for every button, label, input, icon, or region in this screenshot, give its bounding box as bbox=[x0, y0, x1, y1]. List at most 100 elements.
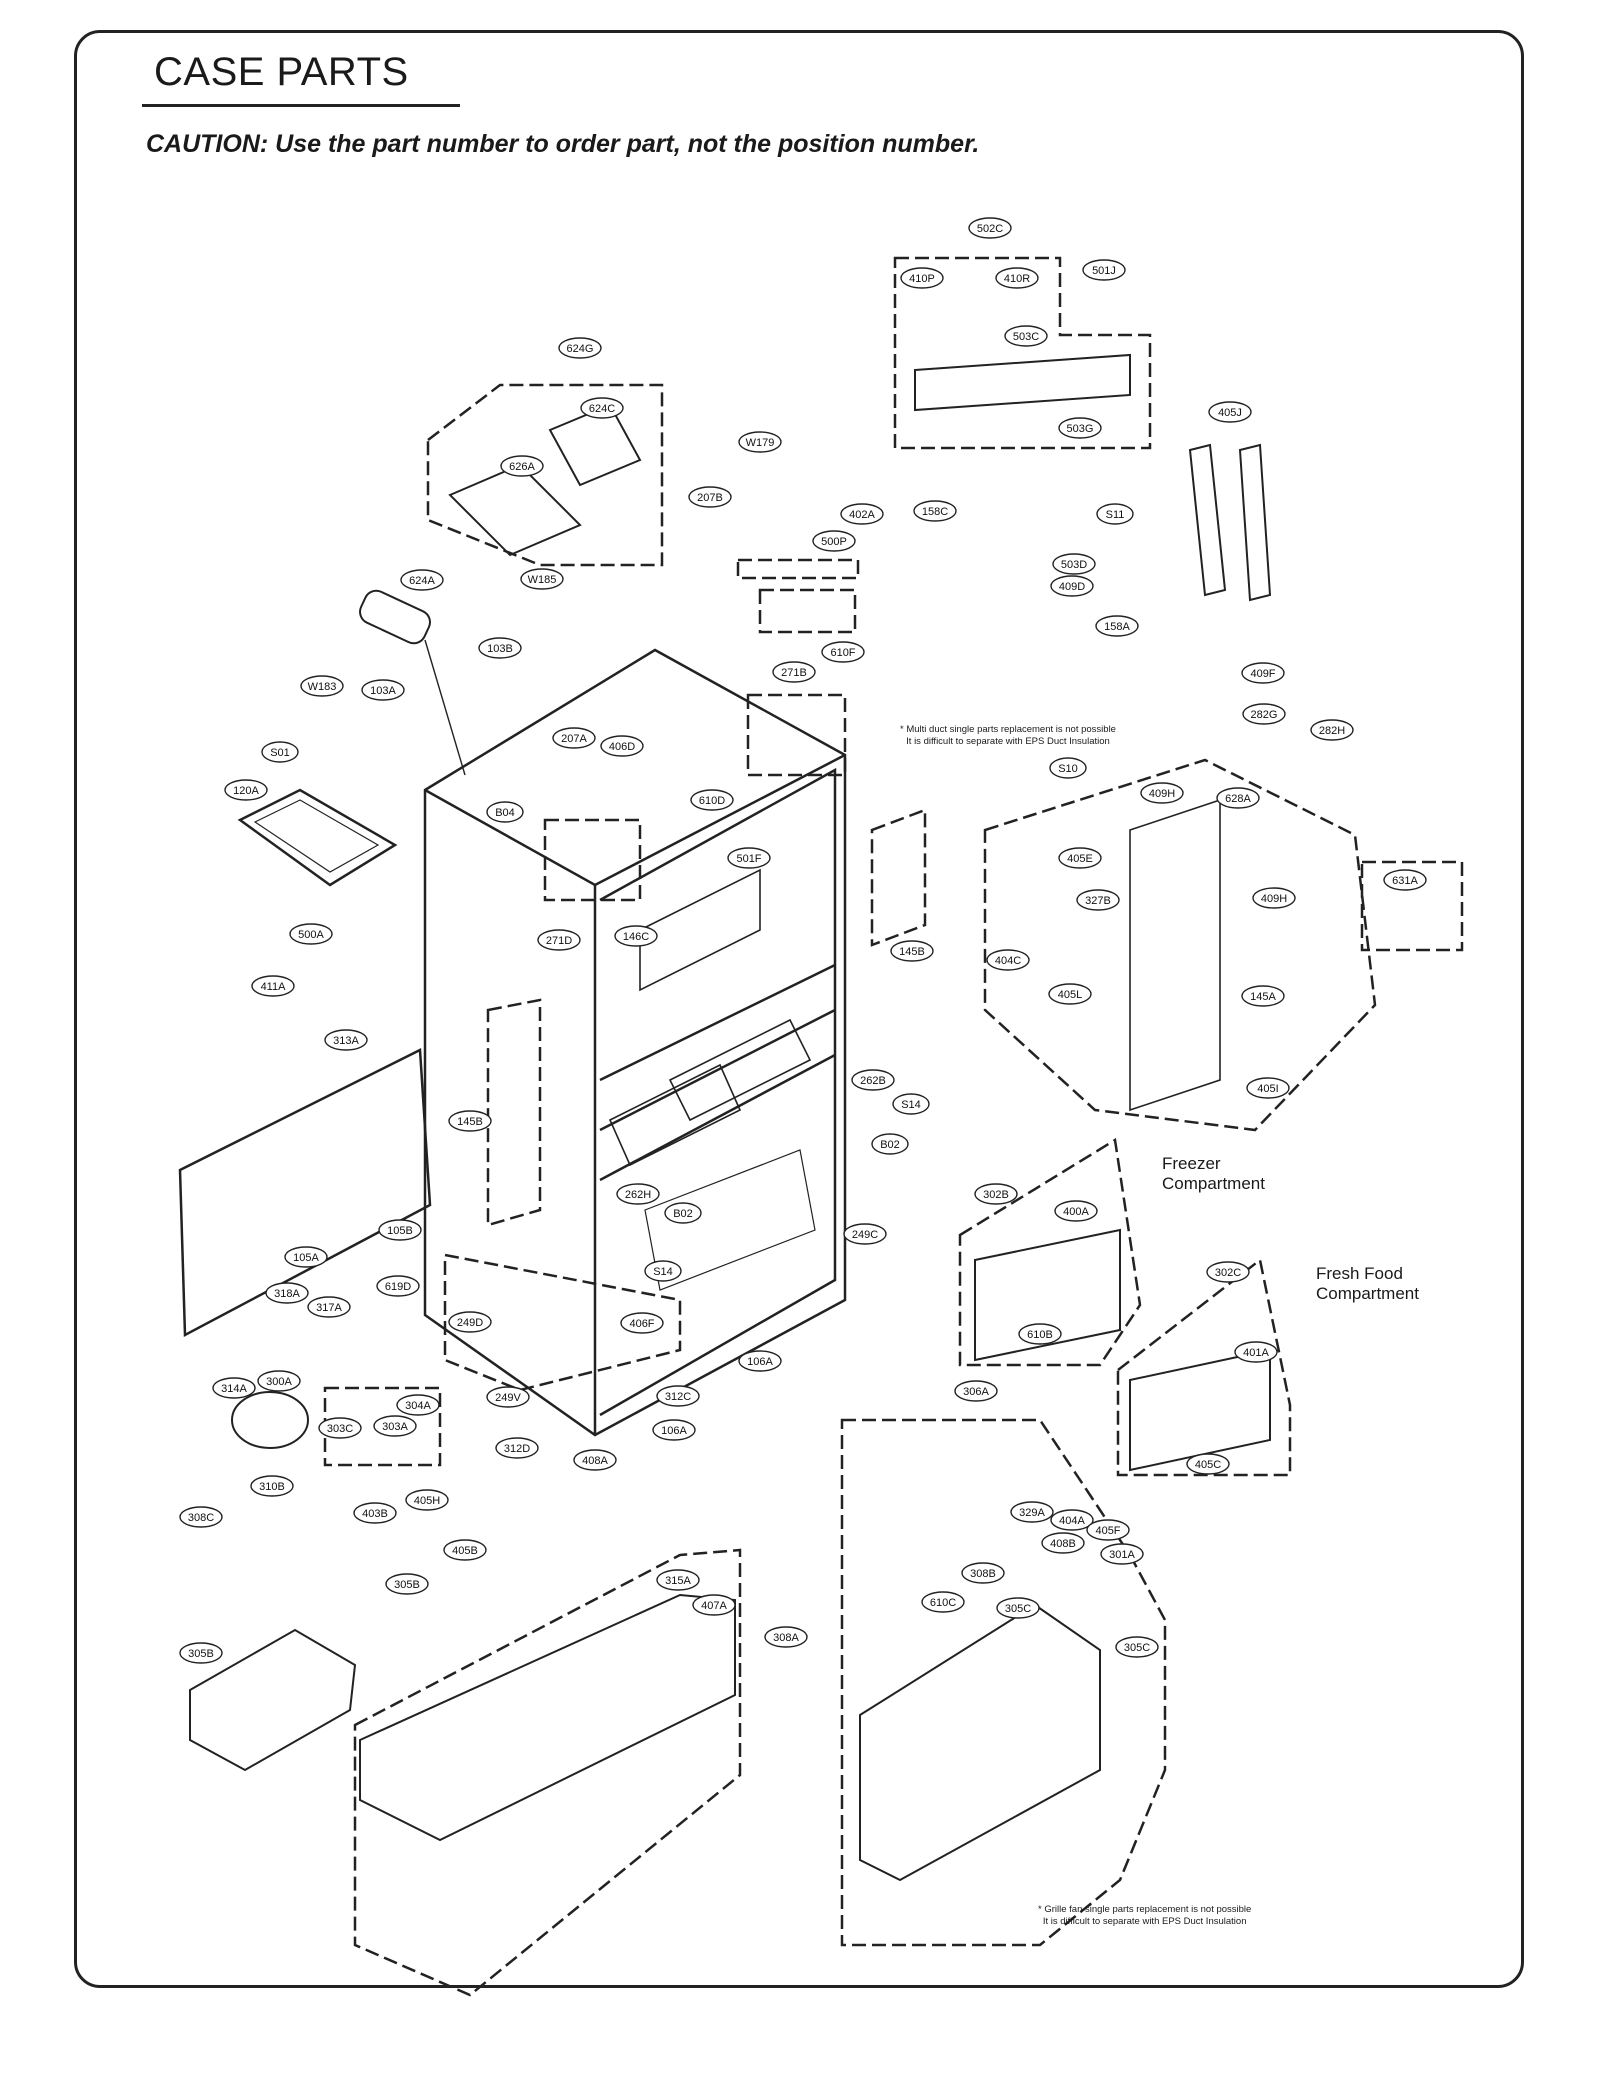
callout-407a: 407A bbox=[692, 1594, 736, 1616]
callout-w185: W185 bbox=[520, 568, 564, 590]
callout-628a: 628A bbox=[1216, 787, 1260, 809]
group-outline-control-board bbox=[893, 256, 1152, 450]
callout-302b: 302B bbox=[974, 1183, 1018, 1205]
callout-label: 626A bbox=[509, 461, 535, 473]
group-outline-machine-cover bbox=[353, 1548, 742, 1997]
callout-405l: 405L bbox=[1048, 983, 1092, 1005]
back-panel bbox=[178, 1048, 432, 1338]
callout-405i: 405I bbox=[1246, 1077, 1290, 1099]
callout-bubble bbox=[448, 1311, 492, 1333]
callout-bubble bbox=[1054, 1200, 1098, 1222]
callout-312d: 312D bbox=[495, 1437, 539, 1459]
callout-label: 207A bbox=[561, 733, 587, 745]
callout-label: W179 bbox=[746, 437, 775, 449]
grille-fan-panel bbox=[859, 1603, 1101, 1882]
callout-410p: 410P bbox=[900, 267, 944, 289]
callout-label: 503D bbox=[1061, 559, 1087, 571]
callout-305c: 305C bbox=[996, 1597, 1040, 1619]
callout-bubble bbox=[764, 1626, 808, 1648]
callout-b02: B02 bbox=[871, 1133, 909, 1155]
callout-label: 405J bbox=[1218, 407, 1242, 419]
callout-label: S11 bbox=[1106, 509, 1125, 521]
note-grille-fan-line-2: It is difficult to separate with EPS Duc… bbox=[1042, 1916, 1247, 1927]
callout-label: 619D bbox=[385, 1281, 411, 1293]
callout-label: 158C bbox=[922, 506, 948, 518]
callout-409h: 409H bbox=[1252, 887, 1296, 909]
callout-label: 318A bbox=[274, 1288, 300, 1300]
callout-405h: 405H bbox=[405, 1489, 449, 1511]
callout-503g: 503G bbox=[1058, 417, 1102, 439]
callout-249c: 249C bbox=[843, 1223, 887, 1245]
callout-624a: 624A bbox=[400, 569, 444, 591]
callout-label: 408A bbox=[582, 1455, 608, 1467]
callout-bubble bbox=[300, 675, 344, 697]
callout-405c: 405C bbox=[1186, 1453, 1230, 1475]
callout-label: S14 bbox=[653, 1266, 673, 1278]
callout-bubble bbox=[478, 637, 522, 659]
callout-158c: 158C bbox=[913, 500, 957, 522]
callout-label: 411A bbox=[261, 981, 287, 993]
caption-freezer-line-2: Compartment bbox=[1162, 1174, 1265, 1193]
note-multi-duct-line-2: It is difficult to separate with EPS Duc… bbox=[906, 736, 1110, 747]
callout-label: 308A bbox=[773, 1632, 799, 1644]
callout-label: 262H bbox=[625, 1189, 651, 1201]
group-outline-freezer-evaporator bbox=[958, 1137, 1142, 1367]
callout-619d: 619D bbox=[376, 1275, 420, 1297]
caption-fresh-food-line-1: Fresh Food bbox=[1316, 1264, 1403, 1283]
callout-bubble bbox=[1095, 615, 1139, 637]
callout-bubble bbox=[558, 337, 602, 359]
callout-label: 610C bbox=[930, 1597, 956, 1609]
callout-404c: 404C bbox=[986, 949, 1030, 971]
callout-bubble bbox=[179, 1642, 223, 1664]
cabinet bbox=[423, 648, 847, 1437]
compressor bbox=[231, 1391, 309, 1449]
callout-label: 302B bbox=[983, 1189, 1009, 1201]
callout-305b: 305B bbox=[385, 1573, 429, 1595]
callout-label: 146C bbox=[623, 931, 649, 943]
callout-bubble bbox=[251, 975, 295, 997]
callout-bubble bbox=[871, 1133, 909, 1155]
callout-label: 301A bbox=[1109, 1549, 1135, 1561]
callout-624g: 624G bbox=[558, 337, 602, 359]
callout-207b: 207B bbox=[688, 486, 732, 508]
callout-bubble bbox=[1010, 1501, 1054, 1523]
callout-329a: 329A bbox=[1010, 1501, 1054, 1523]
callout-label: 503C bbox=[1013, 331, 1039, 343]
callout-bubble bbox=[890, 940, 934, 962]
callout-409d: 409D bbox=[1050, 575, 1094, 597]
callout-271d: 271D bbox=[537, 929, 581, 951]
callout-282g: 282G bbox=[1242, 703, 1286, 725]
callout-label: B04 bbox=[495, 807, 515, 819]
callout-bubble bbox=[968, 217, 1012, 239]
callout-bubble bbox=[692, 1594, 736, 1616]
title-underline bbox=[142, 104, 460, 107]
callout-502c: 502C bbox=[968, 217, 1012, 239]
callout-label: 405F bbox=[1095, 1525, 1120, 1537]
callout-w183: W183 bbox=[300, 675, 344, 697]
callout-308b: 308B bbox=[961, 1562, 1005, 1584]
callout-bubble bbox=[812, 530, 856, 552]
callout-bubble bbox=[600, 735, 644, 757]
callout-s14: S14 bbox=[644, 1260, 682, 1282]
callout-bubble bbox=[1186, 1453, 1230, 1475]
callout-bubble bbox=[257, 1370, 301, 1392]
callout-label: 103B bbox=[487, 643, 513, 655]
callout-300a: 300A bbox=[257, 1370, 301, 1392]
note-grille-fan-line-1: * Grille fan single parts replacement is… bbox=[1038, 1904, 1252, 1915]
callout-bubble bbox=[1050, 575, 1094, 597]
callout-501j: 501J bbox=[1082, 259, 1126, 281]
callout-bubble bbox=[289, 923, 333, 945]
callout-bubble bbox=[614, 925, 658, 947]
callout-bubble bbox=[1115, 1636, 1159, 1658]
callout-bubble bbox=[284, 1246, 328, 1268]
callout-bubble bbox=[1252, 887, 1296, 909]
callout-label: 408B bbox=[1050, 1538, 1076, 1550]
callout-610c: 610C bbox=[921, 1591, 965, 1613]
callout-label: S01 bbox=[270, 747, 290, 759]
group-outlines bbox=[323, 256, 1464, 1997]
callout-315a: 315A bbox=[656, 1569, 700, 1591]
callout-bubble bbox=[1048, 983, 1092, 1005]
callout-label: 410R bbox=[1004, 273, 1030, 285]
callout-bubble bbox=[1140, 782, 1184, 804]
callout-bubble bbox=[921, 1591, 965, 1613]
